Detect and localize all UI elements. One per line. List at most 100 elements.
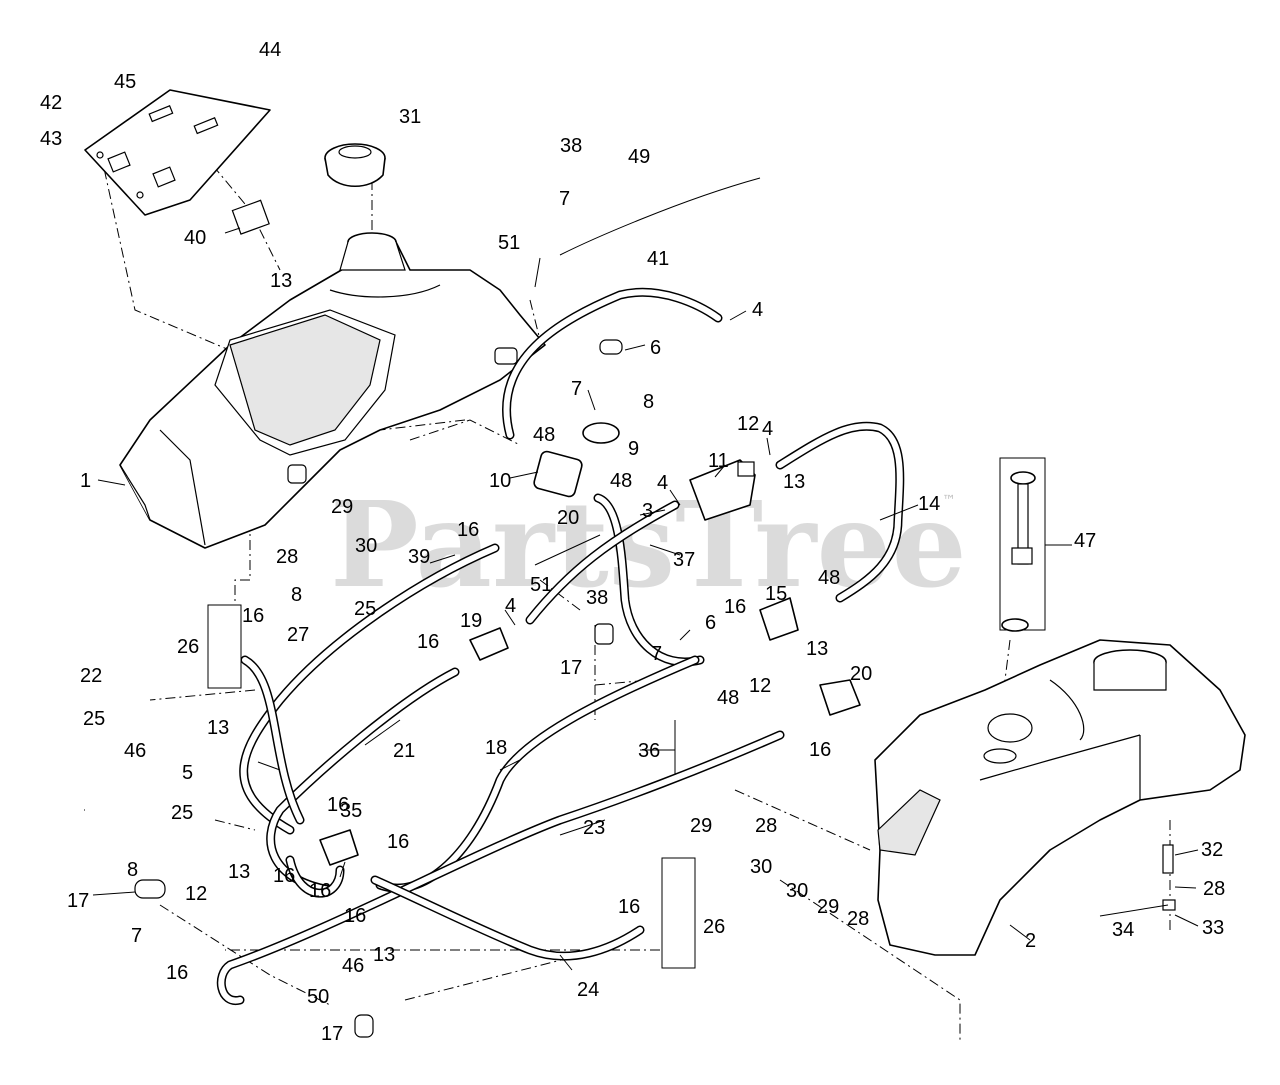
hose-24 — [370, 875, 645, 961]
callout-26: 26 — [703, 916, 725, 938]
callout-16: 16 — [327, 794, 349, 816]
callout-34: 34 — [1112, 919, 1134, 941]
callout-43: 43 — [40, 128, 62, 150]
callout-47: 47 — [1074, 530, 1096, 552]
tee-15 — [759, 597, 799, 641]
callout-13: 13 — [270, 270, 292, 292]
watermark-trademark: ™ — [942, 493, 956, 509]
callout-24: 24 — [577, 979, 599, 1001]
hose-tee-lower — [285, 855, 345, 898]
hose-14 — [775, 421, 905, 603]
callout-41: 41 — [647, 248, 669, 270]
callout-12: 12 — [737, 413, 759, 435]
right-fuel-tank — [874, 639, 1246, 956]
callout-4: 4 — [752, 299, 763, 321]
callout-25: 25 — [83, 708, 105, 730]
callout-42: 42 — [40, 92, 62, 114]
mounting-plate — [84, 89, 271, 216]
callout-50: 50 — [307, 986, 329, 1008]
callout-labels: 1 2 3 4 4 4 4 5 6 6 7 7 7 7 8 8 8 9 10 1… — [40, 39, 1225, 1045]
hoses — [216, 287, 905, 1005]
callout-32: 32 — [1201, 839, 1223, 861]
callout-5: 5 — [182, 762, 193, 784]
callout-10: 10 — [489, 470, 511, 492]
callout-20: 20 — [850, 663, 872, 685]
callout-48: 48 — [533, 424, 555, 446]
bracket-26-left — [207, 604, 242, 689]
callout-16: 16 — [166, 962, 188, 984]
callout-12: 12 — [749, 675, 771, 697]
callout-23: 23 — [583, 817, 605, 839]
callout-17: 17 — [67, 890, 89, 912]
callout-30: 30 — [750, 856, 772, 878]
callout-16: 16 — [457, 519, 479, 541]
callout-19: 19 — [460, 610, 482, 632]
left-fuel-tank — [119, 232, 546, 549]
hose-37-upper — [525, 500, 680, 625]
callout-37: 37 — [673, 549, 695, 571]
callout-30: 30 — [355, 535, 377, 557]
callout-29: 29 — [817, 896, 839, 918]
callout-33: 33 — [1202, 917, 1224, 939]
callout-7: 7 — [559, 188, 570, 210]
callout-7: 7 — [651, 643, 662, 665]
callout-16: 16 — [309, 880, 331, 902]
callout-16: 16 — [724, 596, 746, 618]
hose-21 — [266, 667, 460, 895]
fuel-valve-19 — [469, 627, 509, 661]
clamp-17-left — [134, 879, 166, 899]
callout-11: 11 — [708, 450, 729, 472]
callout-51: 51 — [498, 232, 520, 254]
callout-4: 4 — [762, 418, 773, 440]
hose-clamp-9 — [582, 422, 620, 444]
callout-3: 3 — [642, 500, 653, 522]
callout-45: 45 — [114, 71, 136, 93]
switch-40 — [231, 199, 270, 235]
callout-48: 48 — [717, 687, 739, 709]
callout-28: 28 — [755, 815, 777, 837]
callout-13: 13 — [207, 717, 229, 739]
callout-16: 16 — [242, 605, 264, 627]
callout-8: 8 — [643, 391, 654, 413]
callout-7: 7 — [131, 925, 142, 947]
callout-6: 6 — [705, 612, 716, 634]
callout-16: 16 — [417, 631, 439, 653]
callout-25: 25 — [354, 598, 376, 620]
callout-26: 26 — [177, 636, 199, 658]
hose-23 — [216, 730, 785, 1005]
callout-20: 20 — [557, 507, 579, 529]
fuel-cap — [324, 143, 386, 187]
clip-17 — [594, 623, 614, 645]
clip-6 — [599, 339, 623, 355]
fuel-sender — [999, 457, 1046, 632]
callout-12: 12 — [185, 883, 207, 905]
watermark: PartsTree ™ — [330, 475, 967, 614]
hose-39 — [239, 543, 500, 835]
callout-21: 21 — [393, 740, 415, 762]
callout-8: 8 — [291, 584, 302, 606]
callout-48: 48 — [610, 470, 632, 492]
callout-17: 17 — [560, 657, 582, 679]
callout-25: 25 — [171, 802, 193, 824]
callout-35: 35 — [340, 800, 362, 822]
callout-38: 38 — [560, 135, 582, 157]
fuel-filter — [533, 450, 583, 498]
callout-16: 16 — [273, 865, 295, 887]
callout-14: 14 — [918, 493, 940, 515]
callout-13: 13 — [228, 861, 250, 883]
callout-16: 16 — [387, 831, 409, 853]
callout-29: 29 — [331, 496, 353, 518]
components — [134, 177, 1176, 1038]
cable-49 — [559, 177, 761, 256]
callout-8: 8 — [127, 859, 138, 881]
callout-16: 16 — [809, 739, 831, 761]
callout-44: 44 — [259, 39, 281, 61]
callout-17: 17 — [321, 1023, 343, 1045]
callout-30: 30 — [786, 880, 808, 902]
hose-18 — [375, 655, 700, 893]
callout-13: 13 — [373, 944, 395, 966]
watermark-text: PartsTree — [330, 475, 967, 614]
callout-4: 4 — [657, 472, 668, 494]
callout-15: 15 — [765, 583, 787, 605]
